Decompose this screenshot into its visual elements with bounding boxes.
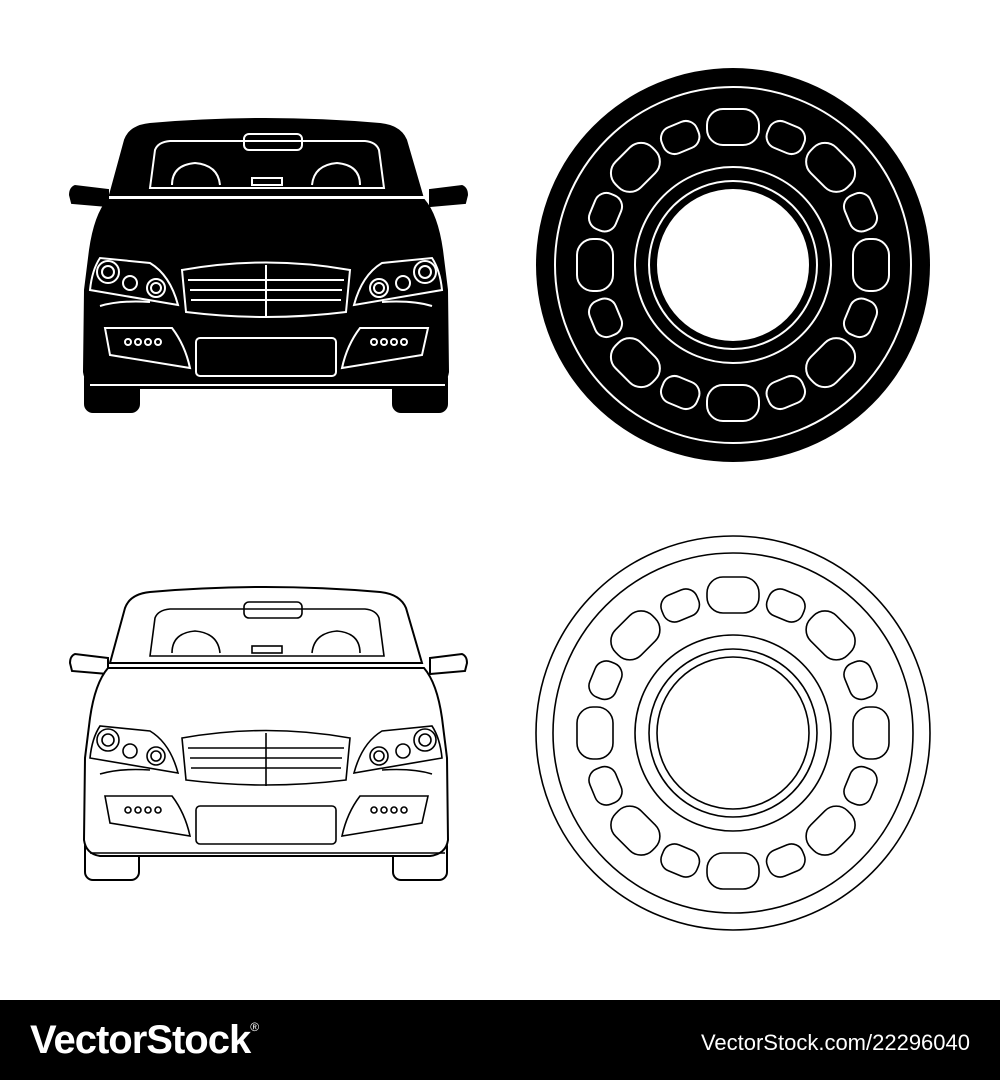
bearing-ball [765, 588, 806, 623]
bearing-ball [660, 843, 701, 878]
bearing-ball [843, 660, 878, 701]
bearing-ball [765, 119, 807, 156]
bearing-ball [609, 337, 661, 389]
bearing-ball [610, 610, 661, 661]
bearing-ball [576, 238, 614, 292]
stock-id: VectorStock.com/22296040 [700, 1030, 970, 1055]
bearing-ball [659, 374, 701, 411]
bearing-ball [706, 108, 760, 146]
ball-bearing-outline-icon [535, 535, 931, 931]
bearing-ball [587, 191, 624, 233]
bearing-ball [843, 765, 878, 806]
brand-logo: VectorStock® [30, 1018, 259, 1062]
bearing-ball [659, 119, 701, 156]
icon-set [69, 68, 931, 931]
bearing-ball [765, 374, 807, 411]
bearing-ball [588, 660, 623, 701]
bearing-ball [805, 805, 856, 856]
bearing-ball [706, 576, 760, 614]
bearing-ball [588, 765, 623, 806]
bearing-ball [842, 191, 879, 233]
bearing-ball [852, 238, 890, 292]
bearing-ball [610, 805, 661, 856]
bearing-ball [576, 706, 614, 760]
car-front-outline-icon [69, 586, 468, 881]
bearing-ball [765, 843, 806, 878]
bearing-ball [805, 337, 857, 389]
bearing-ball [660, 588, 701, 623]
car-front-solid-icon [69, 118, 468, 413]
ball-bearing-solid-icon [536, 68, 930, 462]
bearing-ball [805, 141, 857, 193]
watermark-bar: VectorStock® VectorStock.com/22296040 [0, 1000, 1000, 1080]
bearing-ball [706, 852, 760, 890]
bearing-ball [587, 297, 624, 339]
bearing-ball [805, 610, 856, 661]
bearing-ball [842, 297, 879, 339]
bearing-ball [706, 384, 760, 422]
bearing-ball [852, 706, 890, 760]
bearing-ball [609, 141, 661, 193]
